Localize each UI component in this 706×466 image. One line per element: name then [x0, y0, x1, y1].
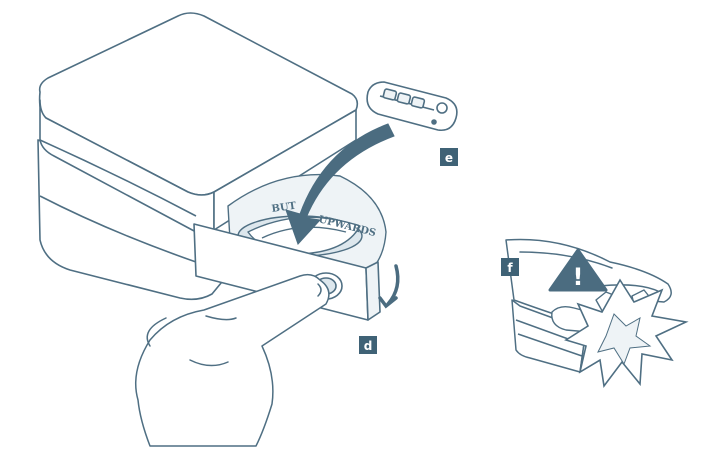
step-badge-e: e — [440, 148, 458, 166]
step-badge-f: f — [501, 258, 519, 276]
key-box — [37, 12, 359, 301]
step-label-d: d — [364, 339, 373, 353]
warning-mark: ! — [573, 263, 584, 291]
car-key-remote — [366, 81, 458, 132]
curved-arrow-icon — [285, 123, 395, 245]
hand-pressing — [135, 273, 330, 447]
step-label-e: e — [445, 151, 453, 165]
pinch-burst — [564, 278, 689, 389]
step-label-f: f — [507, 261, 513, 275]
warning-triangle-icon: ! — [548, 248, 608, 292]
step-badge-d: d — [359, 336, 377, 354]
rotate-arrow-icon — [378, 264, 400, 309]
